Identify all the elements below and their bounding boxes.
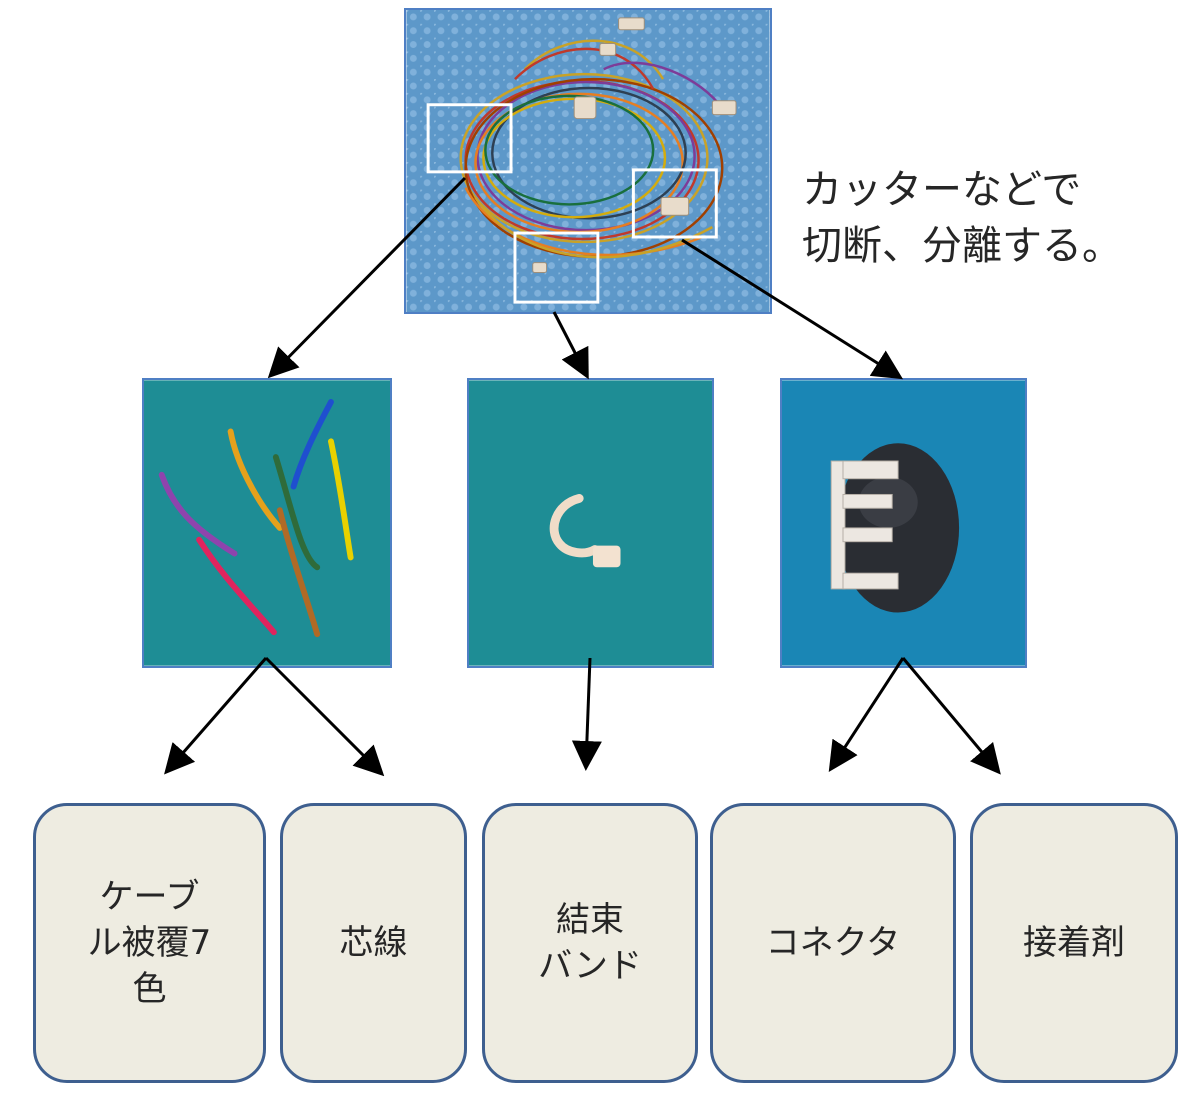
binding-band-icon (469, 380, 712, 666)
box-label-line: コネクタ (765, 923, 901, 963)
box-label-line: 色 (132, 969, 167, 1009)
box-binding-band: 結束 バンド (482, 803, 698, 1083)
cable-bundle-photo (404, 8, 772, 314)
binding-band-photo (467, 378, 714, 668)
arrow-to-box-1 (164, 657, 268, 775)
box-cable-sheath: ケーブ ル被覆7 色 (33, 803, 266, 1083)
arrow-to-band (552, 311, 589, 380)
box-connector: コネクタ (710, 803, 956, 1083)
cable-sheaths-icon (144, 380, 390, 666)
cable-bundle-icon (406, 10, 770, 312)
sheath-pieces (158, 399, 354, 638)
arrow-to-box-3 (571, 657, 602, 771)
box-label-line: バンド (538, 946, 642, 986)
box-label-line: ル被覆7 (87, 923, 212, 963)
arrow-to-box-2 (264, 656, 385, 777)
box-label-line: 結束 (555, 900, 624, 940)
connector-pieces (532, 17, 737, 274)
box-label-line: 芯線 (339, 923, 408, 963)
arrow-to-box-5 (901, 657, 1001, 775)
box-core-wire: 芯線 (280, 803, 467, 1083)
cable-sheaths-photo (142, 378, 392, 668)
connector-icon (782, 380, 1025, 666)
connector-housing (830, 460, 899, 590)
connector-photo (780, 378, 1027, 668)
arrow-to-box-4 (828, 657, 905, 773)
band-shape (549, 493, 621, 568)
instruction-text: カッターなどで 切断、分離する。 (802, 162, 1192, 274)
highlight-frames (426, 103, 718, 304)
box-adhesive: 接着剤 (970, 803, 1178, 1083)
box-label-line: 接着剤 (1023, 923, 1125, 963)
box-label-line: ケーブ (99, 877, 200, 917)
instruction-line-1: カッターなどで (802, 167, 1082, 213)
instruction-line-2: 切断、分離する。 (802, 223, 1122, 269)
